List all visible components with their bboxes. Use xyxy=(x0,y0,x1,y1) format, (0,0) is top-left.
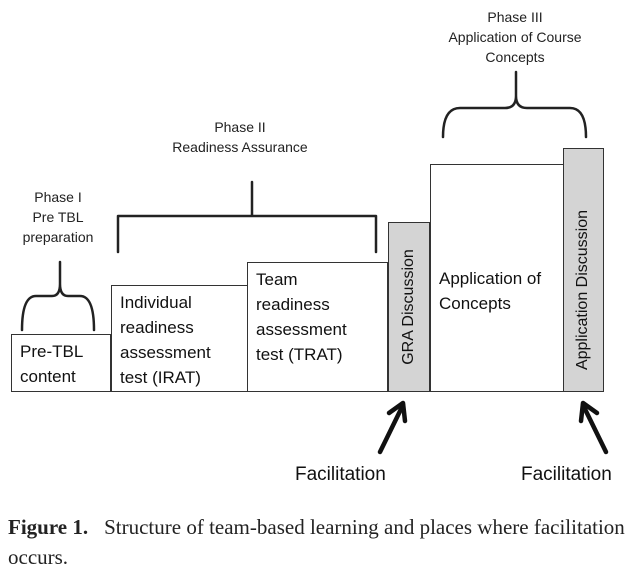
trat-line-1: Team xyxy=(256,270,298,289)
application-line-1: Application of xyxy=(439,269,542,288)
phase-2-label: Phase II Readiness Assurance xyxy=(140,117,340,157)
figure-caption-label: Figure 1. xyxy=(8,515,89,539)
figure-caption: Figure 1.Structure of team-based learnin… xyxy=(8,512,628,572)
irat-line-4: test (IRAT) xyxy=(120,368,201,387)
phase-2-title: Phase II xyxy=(214,119,266,135)
phase-1-subtitle-2: preparation xyxy=(22,229,94,245)
irat-line-1: Individual xyxy=(120,293,192,312)
phase-1-brace xyxy=(20,260,96,332)
gra-discussion-box xyxy=(388,222,430,392)
irat-line-2: readiness xyxy=(120,318,194,337)
trat-line-4: test (TRAT) xyxy=(256,345,343,364)
phase-3-subtitle-1: Application of Course xyxy=(448,29,582,45)
facilitation-arrow-left xyxy=(377,402,406,455)
trat-box xyxy=(247,262,388,392)
phase-2-subtitle: Readiness Assurance xyxy=(172,139,308,155)
application-line-2: Concepts xyxy=(439,294,511,313)
pre-tbl-label: Pre-TBL content xyxy=(20,339,83,389)
trat-line-2: readiness xyxy=(256,295,330,314)
application-box xyxy=(430,164,564,392)
phase-3-brace xyxy=(441,70,588,139)
application-discussion-box xyxy=(563,148,604,392)
phase-3-label: Phase III Application of Course Concepts xyxy=(420,7,610,67)
application-label: Application of Concepts xyxy=(439,266,541,316)
irat-box xyxy=(111,285,249,392)
irat-label: Individual readiness assessment test (IR… xyxy=(120,290,211,390)
phase-1-title: Phase I xyxy=(34,189,82,205)
pre-tbl-line-2: content xyxy=(20,367,76,386)
facilitation-label-right: Facilitation xyxy=(521,464,612,485)
gra-discussion-label: GRA Discussion xyxy=(400,249,417,365)
phase-1-subtitle-1: Pre TBL xyxy=(32,209,84,225)
phase-3-title: Phase III xyxy=(487,9,543,25)
irat-line-3: assessment xyxy=(120,343,211,362)
phase-3-subtitle-2: Concepts xyxy=(485,49,545,65)
trat-line-3: assessment xyxy=(256,320,347,339)
pre-tbl-line-1: Pre-TBL xyxy=(20,342,84,361)
trat-label: Team readiness assessment test (TRAT) xyxy=(256,267,347,367)
facilitation-label-left: Facilitation xyxy=(295,464,386,485)
phase-1-label: Phase I Pre TBL preparation xyxy=(8,187,108,247)
phase-2-bracket xyxy=(116,180,378,254)
facilitation-arrow-right xyxy=(580,402,609,455)
figure-caption-text: Structure of team-based learning and pla… xyxy=(8,515,625,569)
pre-tbl-box xyxy=(11,334,111,392)
application-discussion-label: Application Discussion xyxy=(574,209,591,371)
